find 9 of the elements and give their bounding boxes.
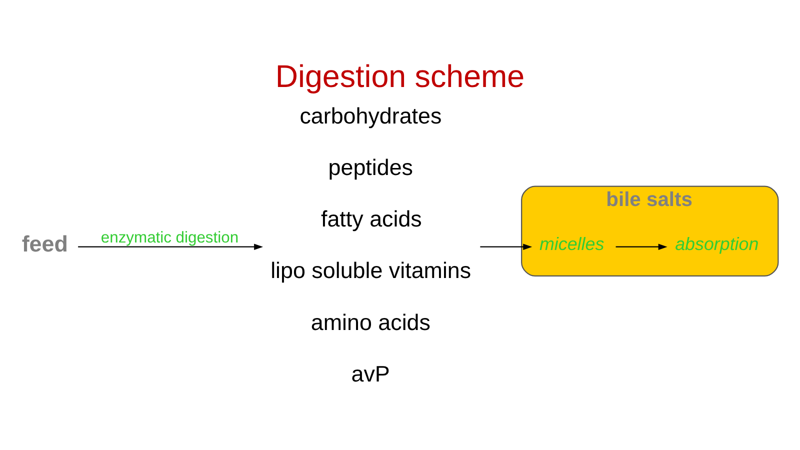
node-text: micelles [540,234,604,254]
node-text: carbohydrates peptides fatty acids lipo soluble vitamins amino acids avP [270,104,472,386]
arrow [78,244,264,250]
edge-label: enzymatic digestion [100,230,239,247]
node-text: feed [22,231,68,256]
diagram-title: Digestion scheme [275,59,525,94]
node-text: absorption [675,234,759,254]
arrow [480,244,532,250]
arrow [616,244,668,250]
